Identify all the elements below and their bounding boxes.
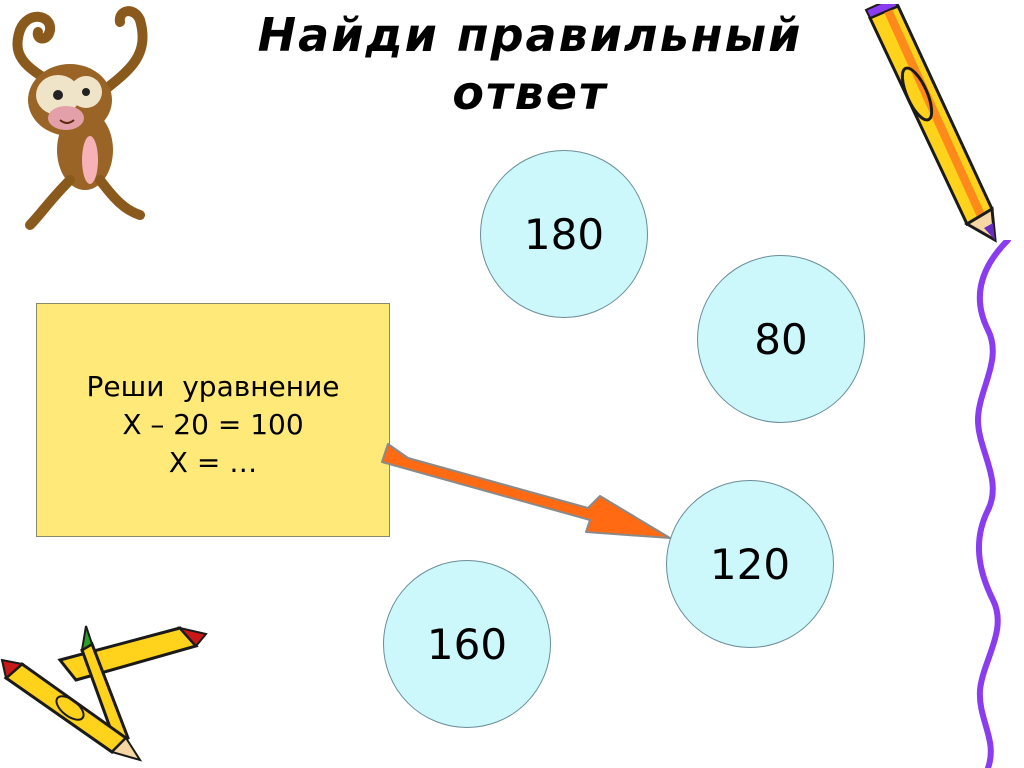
- task-answer-prompt: Х = …: [168, 446, 258, 479]
- page-title: Найди правильный ответ: [200, 6, 860, 122]
- pencil-icon: [864, 4, 997, 243]
- title-line-2: ответ: [452, 66, 608, 120]
- answer-80-label: 80: [754, 314, 808, 364]
- task-instruction: Реши уравнение: [86, 370, 340, 403]
- monkey-icon: [12, 6, 148, 230]
- answer-180[interactable]: 180: [480, 150, 648, 318]
- task-box: Реши уравнение Х – 20 = 100 Х = …: [36, 303, 390, 537]
- answer-160[interactable]: 160: [383, 560, 551, 728]
- answer-160-label: 160: [426, 619, 508, 669]
- crayons-icon: [0, 625, 208, 762]
- arrow-icon: [381, 443, 671, 539]
- answer-80[interactable]: 80: [697, 255, 865, 423]
- answer-120[interactable]: 120: [666, 480, 834, 648]
- wavy-border-line: [974, 240, 1011, 768]
- answer-180-label: 180: [523, 209, 605, 259]
- answer-120-label: 120: [709, 539, 791, 589]
- title-line-1: Найди правильный: [257, 8, 803, 62]
- task-equation: Х – 20 = 100: [122, 408, 304, 441]
